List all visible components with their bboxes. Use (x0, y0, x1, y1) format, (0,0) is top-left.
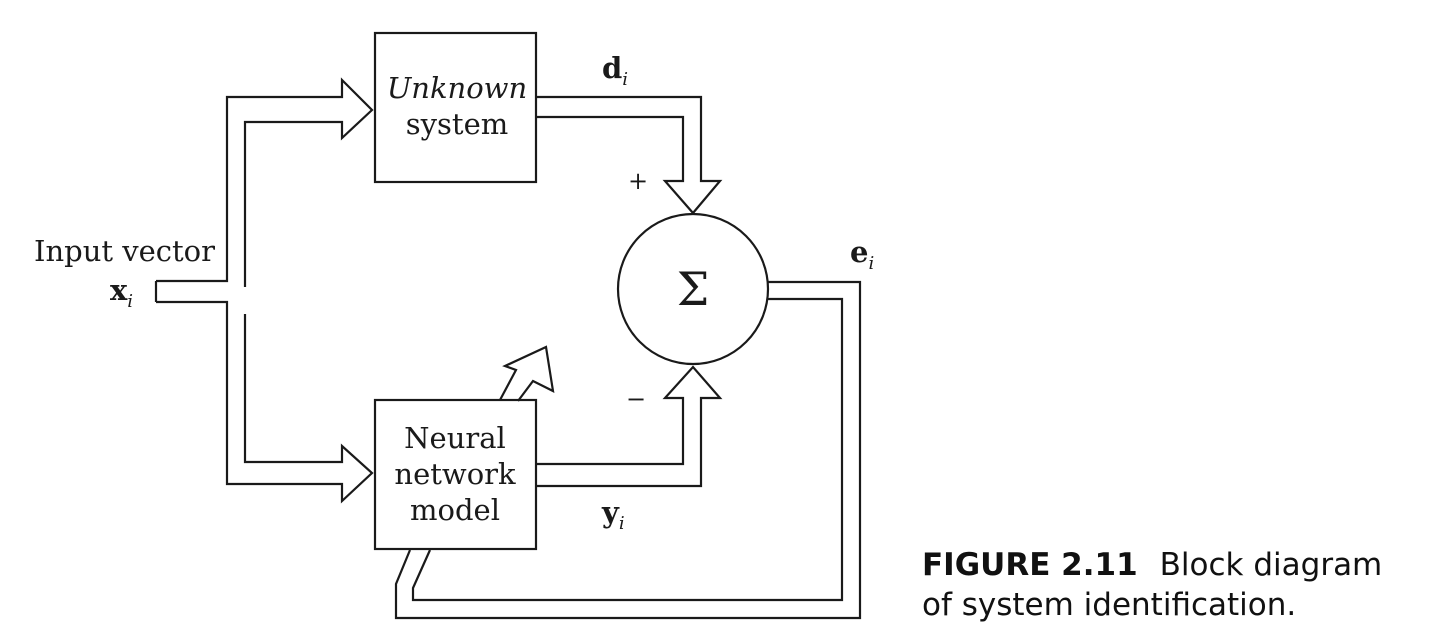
unknown-system-label-2: system (406, 107, 508, 141)
input-signal-paths (154, 77, 374, 504)
figure-caption: FIGURE 2.11 Block diagram of system ident… (922, 545, 1382, 625)
summing-junction (616, 212, 770, 366)
neural-network-label-3: model (410, 493, 500, 527)
error-feedback-path (394, 280, 862, 620)
unknown-system-label-1: Unknown (387, 71, 527, 105)
sigma-symbol: Σ (677, 262, 710, 316)
error-signal-label: ei (850, 235, 874, 274)
plus-sign: + (628, 167, 648, 195)
model-output-label: yi (601, 495, 625, 534)
minus-sign: − (626, 385, 646, 413)
figure-number: FIGURE 2.11 (922, 547, 1138, 583)
neural-network-block (373, 398, 538, 551)
caption-text-1: Block diagram (1159, 547, 1383, 583)
desired-signal-label: di (602, 51, 628, 90)
desired-output-path (537, 95, 723, 215)
input-symbol-label: xi (110, 273, 133, 312)
model-output-path (537, 365, 723, 488)
caption-text-2: of system identification. (922, 587, 1297, 623)
neural-network-label-1: Neural (404, 421, 506, 455)
error-feedback-path-inner (411, 297, 844, 602)
input-vector-label: Input vector (34, 234, 215, 268)
unknown-system-block (373, 31, 538, 184)
adaptation-arrow (499, 345, 555, 402)
caption-line-1: FIGURE 2.11 Block diagram (922, 545, 1382, 585)
neural-network-label-2: network (394, 457, 516, 491)
